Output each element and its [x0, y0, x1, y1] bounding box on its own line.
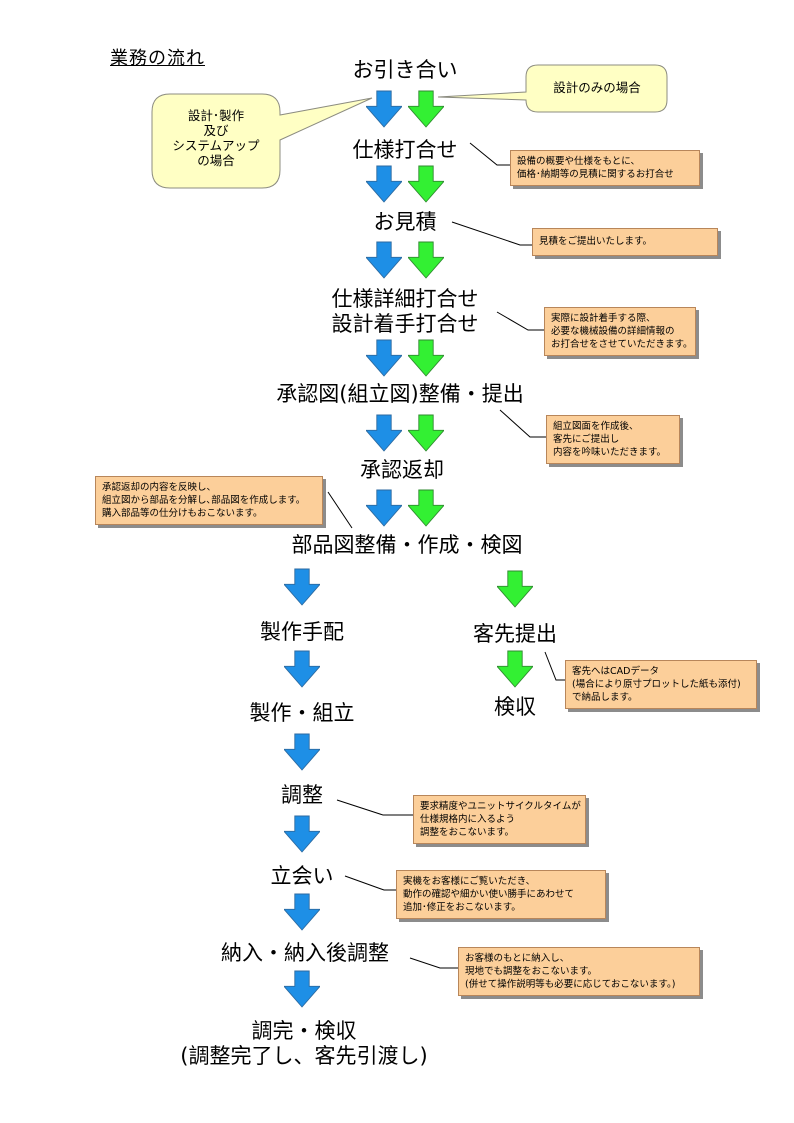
note-approval-drawing: 組立図面を作成後、 客先にご提出し 内容を吟味いただきます。 — [546, 415, 680, 464]
step-witness: 立会い — [270, 864, 334, 888]
step-final-line-1: 調完・検収 — [251, 1019, 357, 1043]
note-line: 組立図から部品を分解し､部品図を作成します。 — [102, 495, 306, 506]
note-line: お客様のもとに納入し、 — [465, 953, 570, 964]
note-line: 承認返却の内容を反映し、 — [102, 482, 217, 493]
callout-line: 及び — [203, 123, 229, 138]
note-line: 価格･納期等の見積に関するお打合せ — [517, 169, 674, 180]
note-parts-drawing: 承認返却の内容を反映し、 組立図から部品を分解し､部品図を作成します。 購入部品… — [95, 476, 323, 525]
note-line: 要求精度やユニットサイクルタイムが — [420, 801, 581, 812]
step-customer-submit: 客先提出 — [473, 622, 557, 646]
note-line: 見積をご提出いたします。 — [539, 236, 653, 247]
note-line: 内容を吟味いただきます。 — [553, 447, 667, 458]
step-final: 調完・検収 (調整完了し、客先引渡し) — [180, 1019, 427, 1069]
step-final-line-2: (調整完了し、客先引渡し) — [180, 1044, 428, 1068]
note-line: 客先にご提出し — [553, 434, 620, 445]
step-estimate: お見積 — [373, 210, 437, 234]
step-detail-meeting-line-2: 設計着手打合せ — [331, 312, 479, 336]
note-line: お打合せをさせていただきます。 — [551, 339, 693, 350]
step-spec-meeting: 仕様打合せ — [352, 138, 458, 162]
arrow-down-icon — [284, 568, 320, 606]
note-line: 必要な機械設備の詳細情報の — [551, 326, 675, 337]
note-line: (場合により原寸プロットした紙も添付) — [572, 679, 741, 690]
note-line: 組立図面を作成後、 — [553, 421, 639, 432]
step-acceptance-inspection: 検収 — [494, 695, 536, 719]
step-detail-meeting: 仕様詳細打合せ 設計着手打合せ — [332, 287, 479, 337]
arrow-down-icon — [284, 893, 320, 931]
note-line: 設備の概要や仕様をもとに、 — [517, 156, 641, 167]
arrow-down-icon — [408, 339, 444, 377]
arrow-down-icon — [366, 339, 402, 377]
note-line: (併せて操作説明等も必要に応じておこないます。) — [465, 979, 676, 990]
arrow-down-icon — [284, 650, 320, 688]
note-line: 動作の確認や細かい使い勝手にあわせて — [403, 889, 575, 900]
note-estimate: 見積をご提出いたします。 — [532, 228, 718, 256]
callout-design-only — [437, 64, 668, 113]
callout-line: 設計･製作 — [187, 108, 245, 123]
arrow-down-icon — [497, 650, 533, 688]
arrow-down-icon — [408, 414, 444, 452]
note-line: 購入部品等の仕分けもおこないます。 — [102, 508, 263, 519]
step-approval-drawing: 承認図(組立図)整備・提出 — [276, 382, 524, 406]
arrow-down-icon — [408, 489, 444, 527]
arrow-down-icon — [497, 570, 533, 608]
note-line: 客先へはCADデータ — [572, 666, 659, 677]
leader-lines — [327, 142, 565, 969]
note-line: 調整をおこないます。 — [420, 827, 515, 838]
note-line: 実際に設計着手する際、 — [551, 313, 656, 324]
arrow-down-icon — [408, 165, 444, 203]
step-approval-return: 承認返却 — [360, 458, 444, 482]
arrow-down-icon — [408, 241, 444, 279]
note-line: 仕様規格内に入るよう — [420, 814, 516, 825]
step-adjustment: 調整 — [281, 783, 323, 807]
arrow-down-icon — [284, 815, 320, 853]
note-detail-meeting: 実際に設計着手する際、 必要な機械設備の詳細情報の お打合せをさせていただきます… — [544, 307, 696, 356]
step-manufacture-arrange: 製作手配 — [260, 620, 344, 644]
arrow-down-icon — [366, 414, 402, 452]
note-witness: 実機をお客様にご覧いただき、 動作の確認や細かい使い勝手にあわせて 追加･修正を… — [396, 870, 606, 919]
step-delivery: 納入・納入後調整 — [221, 941, 389, 965]
step-parts-drawing: 部品図整備・作成・検図 — [291, 533, 523, 557]
callout-line: システムアップ — [172, 138, 260, 153]
callout-design-only-text: 設計のみの場合 — [553, 80, 641, 95]
note-delivery: お客様のもとに納入し、 現地でも調整をおこないます。 (併せて操作説明等も必要に… — [458, 947, 700, 996]
note-adjustment: 要求精度やユニットサイクルタイムが 仕様規格内に入るよう 調整をおこないます。 — [413, 795, 586, 844]
arrow-down-icon — [366, 165, 402, 203]
page-title: 業務の流れ — [110, 48, 205, 69]
arrow-down-icon — [366, 241, 402, 279]
arrow-down-icon — [366, 489, 402, 527]
callout-line: の場合 — [197, 153, 235, 168]
arrow-down-icon — [366, 90, 402, 128]
callout-design-and-system — [151, 93, 373, 189]
step-inquiry: お引き合い — [352, 58, 458, 82]
note-line: 実機をお客様にご覧いただき、 — [403, 876, 536, 887]
arrow-down-icon — [284, 733, 320, 771]
step-detail-meeting-line-1: 仕様詳細打合せ — [331, 287, 479, 311]
note-line: で納品します。 — [572, 692, 638, 703]
arrow-down-icon — [284, 970, 320, 1008]
note-spec-meeting: 設備の概要や仕様をもとに、 価格･納期等の見積に関するお打合せ — [510, 150, 700, 186]
callout-design-and-system-text: 設計･製作 及び システムアップ の場合 — [166, 108, 266, 168]
note-customer-submit: 客先へはCADデータ (場合により原寸プロットした紙も添付) で納品します。 — [565, 660, 757, 709]
arrow-down-icon — [408, 90, 444, 128]
step-manufacture-assembly: 製作・組立 — [249, 701, 355, 725]
note-line: 現地でも調整をおこないます。 — [465, 966, 598, 977]
note-line: 追加･修正をおこないます。 — [403, 902, 521, 913]
